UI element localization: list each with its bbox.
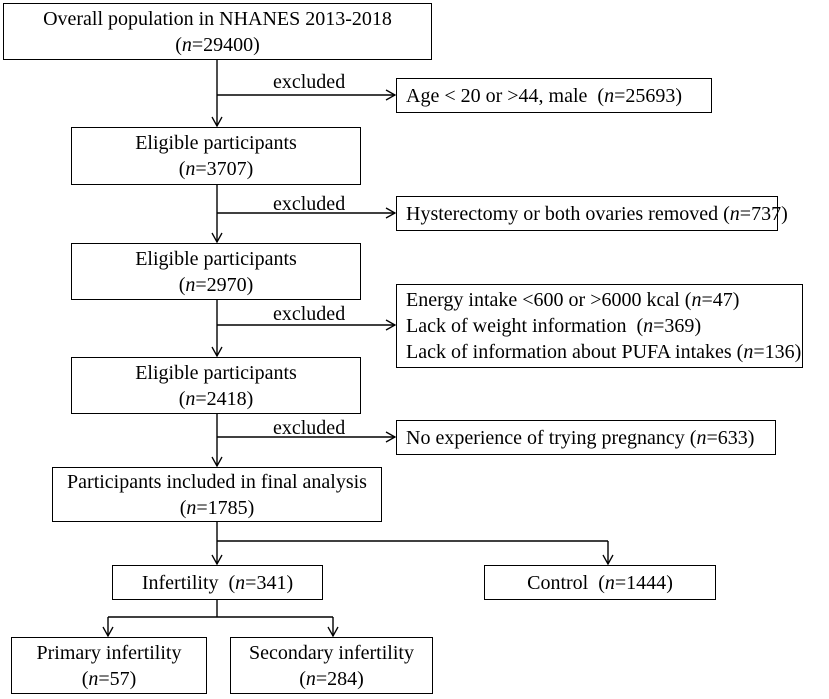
box-exclusion-2: Hysterectomy or both ovaries removed (n=…: [396, 196, 788, 231]
box-primary-count: (n=57): [81, 667, 137, 690]
exclusion-3-line-2: Lack of weight information (n=369): [406, 315, 702, 337]
exclusion-2-line-1: Hysterectomy or both ovaries removed (n=…: [406, 202, 788, 225]
box-eligible-2-title: Eligible participants: [135, 247, 297, 270]
excluded-label-2: excluded: [273, 193, 346, 215]
box-control: Control (n=1444): [484, 565, 716, 600]
box-overall-title: Overall population in NHANES 2013-2018: [43, 7, 392, 30]
exclusion-4-line-1: No experience of trying pregnancy (n=633…: [406, 426, 755, 449]
box-eligible-1-title: Eligible participants: [135, 132, 297, 154]
excluded-label-1: excluded: [273, 71, 346, 93]
box-final-analysis: Participants included in final analysis …: [52, 467, 382, 522]
box-eligible-1-count: (n=3707): [178, 158, 254, 180]
box-eligible-2: Eligible participants (n=2970): [71, 243, 361, 300]
excluded-label-4: excluded: [273, 417, 346, 439]
box-exclusion-1: Age < 20 or >44, male (n=25693): [396, 78, 712, 113]
box-eligible-2-count: (n=2970): [178, 273, 254, 296]
exclusion-1-line-1: Age < 20 or >44, male (n=25693): [406, 84, 683, 107]
box-infertility: Infertility (n=341): [112, 565, 323, 600]
box-primary-title: Primary infertility: [36, 641, 182, 664]
box-eligible-1: Eligible participants (n=3707): [71, 127, 361, 185]
box-eligible-3-title: Eligible participants: [135, 361, 297, 384]
box-secondary-infertility: Secondary infertility (n=284): [230, 637, 433, 694]
box-control-label: Control (n=1444): [527, 571, 673, 594]
box-eligible-3: Eligible participants (n=2418): [71, 357, 361, 414]
box-final-title: Participants included in final analysis: [67, 470, 367, 493]
box-secondary-count: (n=284): [299, 667, 364, 690]
box-primary-infertility: Primary infertility (n=57): [11, 637, 207, 694]
exclusion-3-line-1: Energy intake <600 or >6000 kcal (n=47): [406, 289, 740, 311]
box-exclusion-3: Energy intake <600 or >6000 kcal (n=47) …: [396, 284, 803, 368]
box-final-count: (n=1785): [179, 496, 255, 519]
box-secondary-title: Secondary infertility: [249, 641, 414, 664]
excluded-label-3: excluded: [273, 303, 346, 325]
box-exclusion-4: No experience of trying pregnancy (n=633…: [396, 420, 776, 455]
box-overall-count: (n=29400): [175, 33, 260, 56]
box-eligible-3-count: (n=2418): [178, 387, 254, 410]
exclusion-3-line-3: Lack of information about PUFA intakes (…: [406, 341, 802, 363]
box-overall-population: Overall population in NHANES 2013-2018 (…: [3, 3, 432, 60]
box-infertility-label: Infertility (n=341): [141, 571, 294, 594]
